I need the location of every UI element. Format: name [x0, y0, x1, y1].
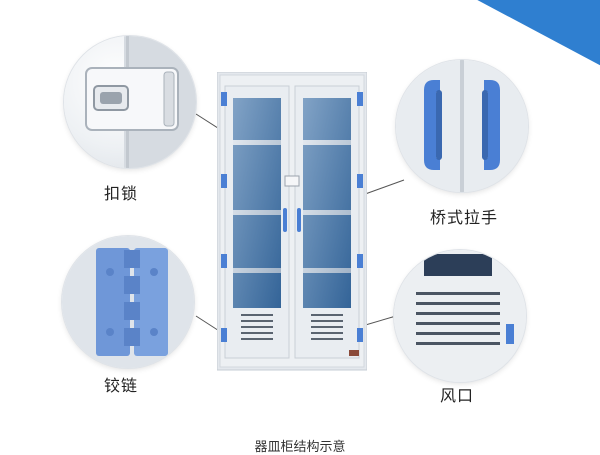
handle-icon [396, 60, 528, 192]
vent-callout [394, 250, 526, 382]
cabinet-illustration [216, 71, 368, 372]
hinge-label: 铰链 [104, 376, 139, 395]
handle-label: 桥式拉手 [430, 208, 499, 227]
lock-label: 扣锁 [104, 184, 139, 203]
vent-label: 风口 [440, 386, 475, 405]
leader-line-vent [361, 315, 397, 327]
vent-icon [394, 250, 526, 382]
figure-caption: 器皿柜结构示意 [254, 440, 346, 455]
handle-callout [396, 60, 528, 192]
hinge-callout [62, 236, 194, 368]
hinge-icon [62, 236, 194, 368]
lock-callout [64, 36, 196, 168]
lock-icon [85, 36, 196, 168]
